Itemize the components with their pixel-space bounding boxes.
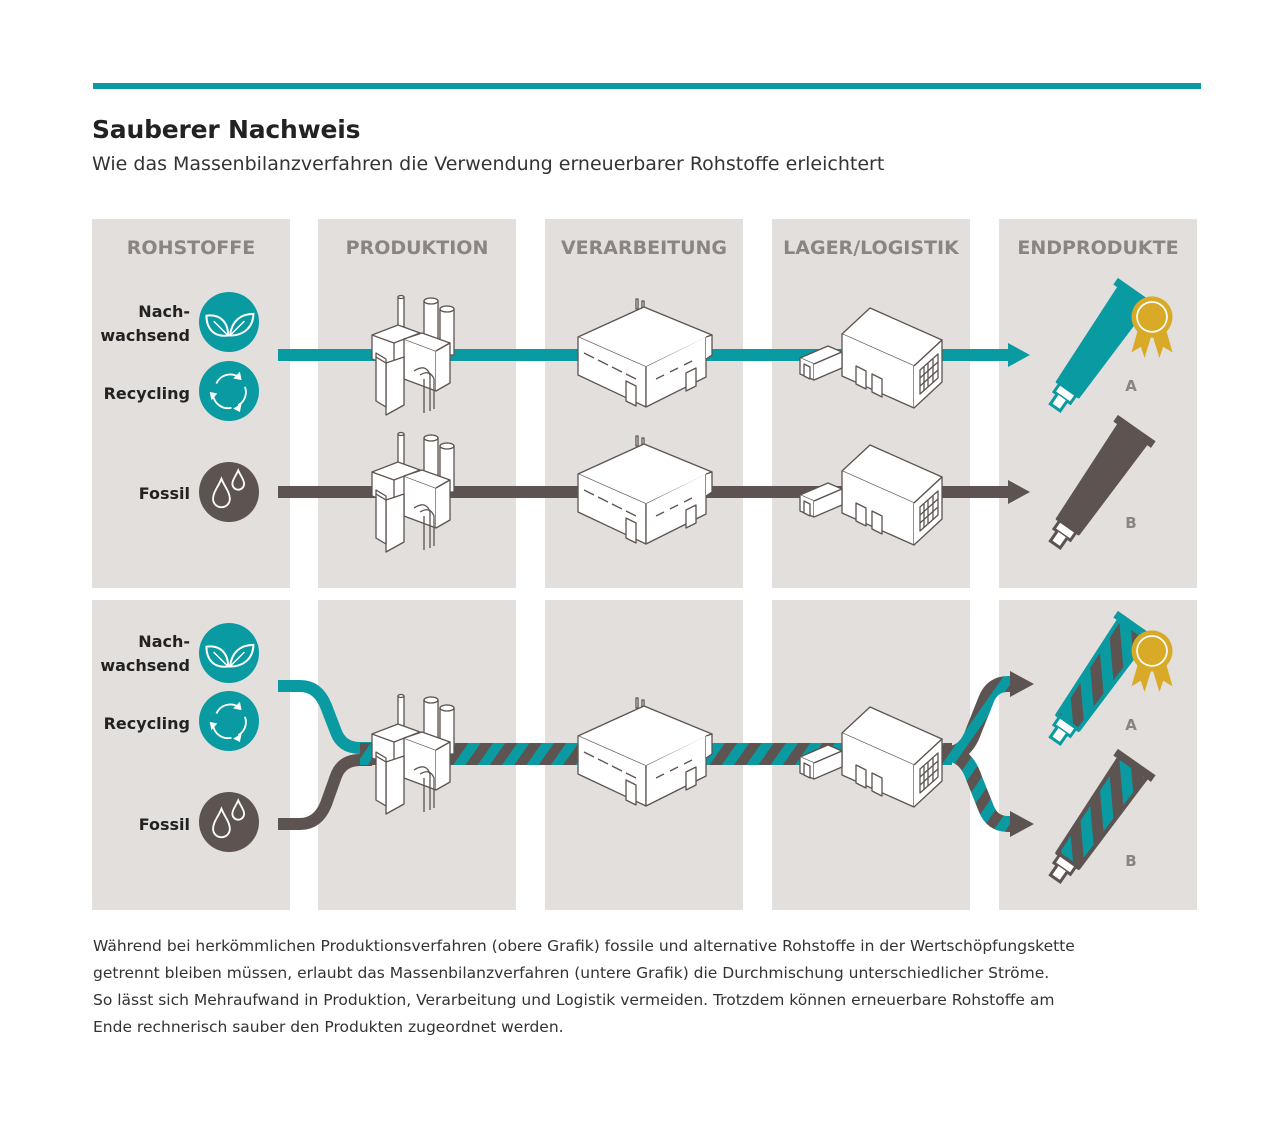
top-rule xyxy=(93,83,1201,89)
flow-line-mixed-split-b xyxy=(947,746,1012,832)
flow-arrow-split-b xyxy=(1010,811,1034,837)
column-header-lager-logistik: LAGER/LOGISTIK xyxy=(783,237,960,259)
source-label-renewable-2: wachsend xyxy=(100,326,190,345)
renewable-badge xyxy=(199,292,259,352)
column-header-produktion: PRODUKTION xyxy=(346,237,489,259)
top-panel: ROHSTOFFE PRODUKTION VERARBEITUNG LAGER/… xyxy=(92,219,1197,588)
product-label-a: A xyxy=(1125,716,1137,734)
tube-icon xyxy=(1048,414,1156,550)
column-bg-endprodukte xyxy=(999,219,1197,588)
tube-icon xyxy=(1048,748,1156,884)
source-label-recycling: Recycling xyxy=(104,384,190,403)
column-bg-rohstoffe xyxy=(92,219,290,588)
page-title: Sauberer Nachweis xyxy=(92,115,361,144)
source-label-renewable-1: Nach- xyxy=(138,302,190,321)
page-subtitle: Wie das Massenbilanzverfahren die Verwen… xyxy=(92,153,885,175)
column-header-endprodukte: ENDPRODUKTE xyxy=(1017,237,1178,259)
column-bg-produktion xyxy=(318,219,516,588)
source-label-recycling: Recycling xyxy=(104,714,190,733)
caption-line: Ende rechnerisch sauber den Produkten zu… xyxy=(93,1018,564,1036)
product-label-b: B xyxy=(1125,852,1136,870)
source-label-fossil: Fossil xyxy=(139,815,190,834)
source-label-fossil: Fossil xyxy=(139,484,190,503)
caption-line: So lässt sich Mehraufwand in Produktion,… xyxy=(93,991,1055,1009)
caption-line: getrennt bleiben müssen, erlaubt das Mas… xyxy=(93,964,1050,982)
column-header-verarbeitung: VERARBEITUNG xyxy=(561,237,727,259)
product-label-a: A xyxy=(1125,377,1137,395)
source-label-renewable-2: wachsend xyxy=(100,656,190,675)
recycling-badge xyxy=(199,691,259,751)
bottom-panel: Nach- wachsend Recycling Fossil A B xyxy=(92,600,1197,910)
flow-line-renewable-merge xyxy=(278,680,372,754)
caption: Während bei herkömmlichen Produktionsver… xyxy=(93,933,1203,1041)
recycling-badge xyxy=(199,361,259,421)
flow-arrow-renewable xyxy=(1008,343,1030,367)
flow-arrow-fossil xyxy=(1008,480,1030,504)
column-bg-rohstoffe xyxy=(92,600,290,910)
caption-line: Während bei herkömmlichen Produktionsver… xyxy=(93,937,1075,955)
column-header-rohstoffe: ROHSTOFFE xyxy=(127,237,255,259)
product-label-b: B xyxy=(1125,514,1136,532)
flow-line-fossil-merge xyxy=(278,754,372,830)
flow-arrow-split-a xyxy=(1010,671,1034,697)
column-bg-lager-logistik xyxy=(772,219,970,588)
source-label-renewable-1: Nach- xyxy=(138,632,190,651)
renewable-badge xyxy=(199,623,259,683)
